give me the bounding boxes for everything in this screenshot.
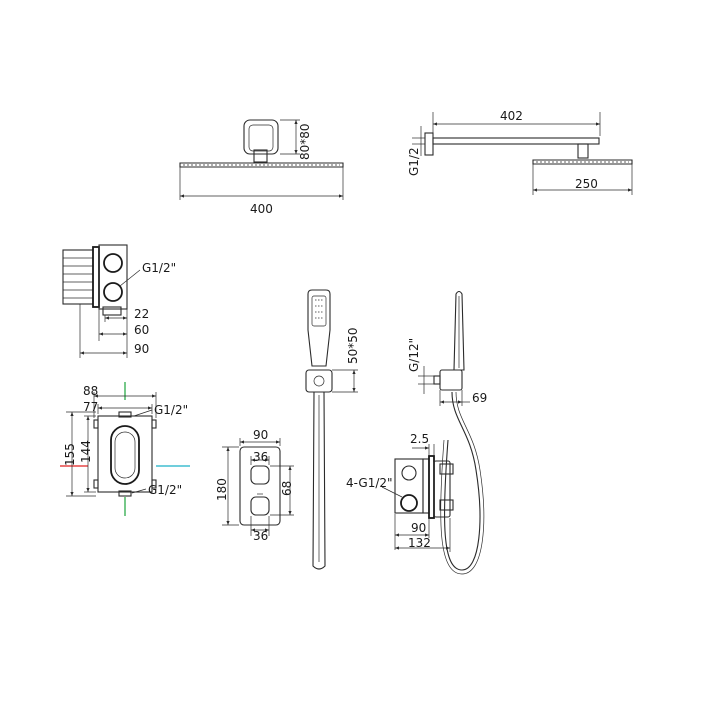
dim-asm-90: 90 [411, 521, 426, 535]
plate-knob-lower [250, 496, 270, 516]
dim-plate-36-bottom: 36 [253, 529, 268, 543]
shower-head-front-view: 80*80 400 [179, 119, 344, 216]
wall-flange [424, 132, 434, 156]
label-outlet-thread: G/12" [407, 338, 421, 372]
cover-plate [239, 446, 281, 526]
assembly-hand-shower [453, 290, 465, 371]
dim-plate-width: 90 [253, 428, 268, 442]
hand-shower-view: 50*50 [305, 289, 360, 570]
dim-asm-132: 132 [408, 536, 431, 550]
hand-shower-head [307, 289, 331, 367]
assembly-valve-body [394, 458, 424, 514]
head-connector [253, 149, 268, 163]
label-box-top-thread: G1/2" [154, 403, 188, 417]
hand-shower-handle [312, 391, 326, 570]
assembly-cover [433, 460, 451, 518]
dim-plate-180: 180 [215, 478, 229, 501]
dim-asm-25: 2.5 [410, 432, 429, 446]
shower-arm [432, 137, 600, 145]
dim-plate-68: 68 [280, 481, 294, 496]
plate-knob-upper [250, 465, 270, 485]
box-outer [97, 415, 153, 493]
dim-valve-90: 90 [134, 342, 149, 356]
mounting-box-front-view: 88 77 G1/2" 155 144 G1/2" [60, 382, 190, 516]
port-lower [103, 282, 123, 302]
dim-box-155: 155 [63, 443, 77, 466]
cover-plate-view: 90 36 68 180 36 [215, 428, 294, 543]
dim-box-144: 144 [79, 440, 93, 463]
valve-flange [92, 246, 100, 308]
shower-arm-side-view: 402 G1/2 250 [407, 109, 633, 195]
assembly-holder [439, 369, 463, 391]
valve-body [98, 244, 128, 310]
dim-head-width: 400 [250, 202, 273, 216]
label-box-bottom-thread: G1/2" [148, 483, 182, 497]
port-upper [103, 253, 123, 273]
dim-outlet-69: 69 [472, 391, 487, 405]
label-valve-side-thread: G1/2" [142, 261, 176, 275]
ceiling-block [243, 119, 279, 155]
dim-head-block: 80*80 [298, 123, 312, 160]
valve-body-side-view: G1/2" 22 60 90 [62, 244, 176, 358]
dim-box-88: 88 [83, 384, 98, 398]
hand-shower-bracket [305, 369, 333, 393]
dim-valve-60: 60 [134, 323, 149, 337]
label-asm-4g: 4-G1/2" [346, 476, 393, 490]
dim-valve-22: 22 [134, 307, 149, 321]
assembly-side-view: G/12" 69 2.5 4-G1/2" 90 132 [346, 290, 487, 575]
assembly-port [400, 494, 418, 512]
box-stadium [110, 425, 140, 485]
hose-inner [440, 391, 485, 575]
dim-arm-thread: G1/2 [407, 147, 421, 176]
dim-box-77: 77 [83, 400, 98, 414]
dim-plate-36-top: 36 [253, 450, 268, 464]
dim-handshower-bracket: 50*50 [346, 327, 360, 364]
dim-arm-length: 402 [500, 109, 523, 123]
dim-head-side: 250 [575, 177, 598, 191]
hose-outer [443, 391, 481, 571]
